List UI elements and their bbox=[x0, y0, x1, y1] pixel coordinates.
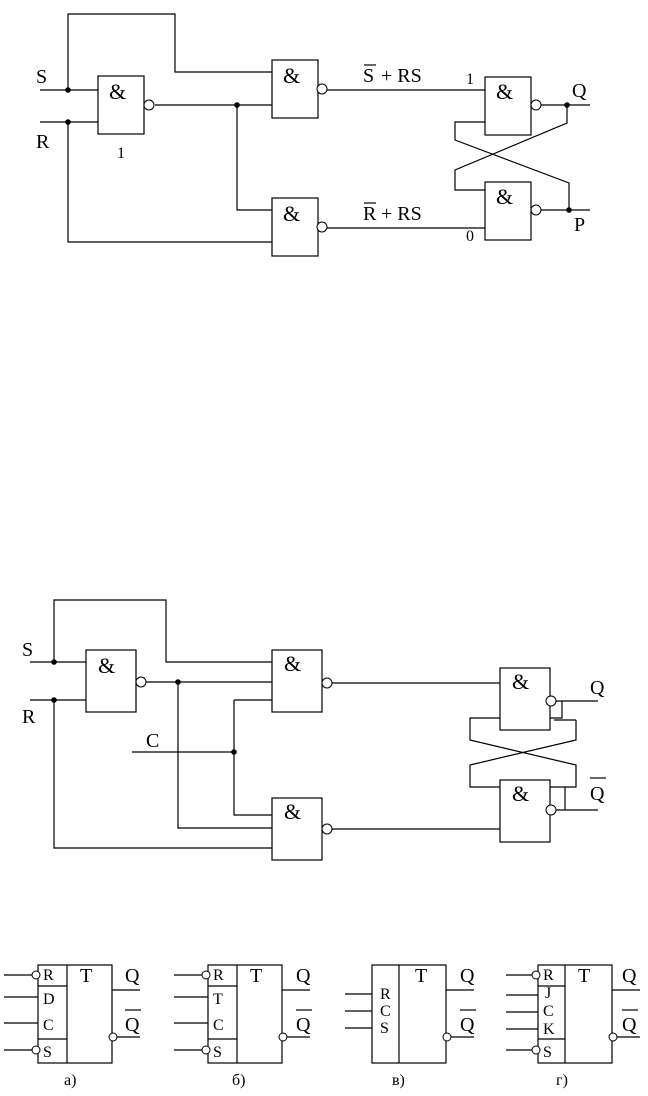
input-s-label: S bbox=[36, 66, 47, 88]
pin-r: R bbox=[380, 986, 391, 1003]
gate-symbol: & bbox=[512, 669, 529, 694]
gate-symbol: & bbox=[284, 799, 301, 824]
trigger-a: R D C S T Q Q а) bbox=[4, 965, 141, 1089]
output-qbar: Q bbox=[590, 778, 606, 805]
input-r-label: R bbox=[22, 706, 36, 728]
junction-dot bbox=[51, 659, 57, 665]
expr-top-bar-text: S bbox=[363, 65, 374, 87]
junction-dot bbox=[234, 102, 240, 108]
expr-top-rest-text: + RS bbox=[376, 65, 422, 87]
nand-gate-top: & bbox=[272, 650, 332, 712]
trigger-title: T bbox=[80, 965, 92, 987]
pin-s: S bbox=[43, 1044, 52, 1061]
gate-symbol: & bbox=[512, 781, 529, 806]
input-s-label: S bbox=[22, 639, 33, 661]
expr-bottom: R + RS bbox=[363, 203, 422, 225]
gate-symbol: & bbox=[284, 651, 301, 676]
junction-dot bbox=[175, 679, 181, 685]
nand-gate-1: & bbox=[98, 76, 154, 134]
expr-bottom-bar-text: R bbox=[363, 203, 377, 225]
input-r-label: R bbox=[36, 131, 50, 153]
latch-gate-bottom: & bbox=[485, 182, 541, 240]
gate-symbol: & bbox=[496, 79, 513, 104]
out-qbar: Q bbox=[125, 1014, 140, 1036]
pin-r: R bbox=[543, 967, 554, 984]
out-qbar: Q bbox=[296, 1014, 311, 1036]
junction-dot bbox=[51, 697, 57, 703]
out-q: Q bbox=[622, 965, 637, 987]
output-q-label: Q bbox=[572, 80, 587, 102]
output-p-label: P bbox=[574, 214, 585, 236]
out-q: Q bbox=[460, 965, 475, 987]
pin-c: C bbox=[213, 1017, 224, 1034]
output-qbar-label: Q bbox=[590, 783, 605, 805]
pin-d: D bbox=[43, 991, 55, 1008]
nand-gate-1: & bbox=[86, 650, 146, 712]
nand-gate-top: & bbox=[272, 60, 327, 118]
expr-top: S + RS bbox=[363, 65, 422, 87]
gate-symbol: & bbox=[283, 201, 300, 226]
nand-gate-bottom: & bbox=[272, 798, 332, 860]
latch-gate-bottom: & bbox=[500, 780, 556, 842]
pin-j: J bbox=[545, 985, 551, 1002]
latch-gate-top: & bbox=[500, 668, 556, 730]
diagram-2: & & & & & S R C Q Q bbox=[22, 600, 606, 860]
junction-dot bbox=[566, 207, 572, 213]
trigger-d: R J C K S T Q Q г) bbox=[506, 965, 640, 1089]
pin-s: S bbox=[213, 1044, 222, 1061]
pin-s: S bbox=[543, 1044, 552, 1061]
output-q-label: Q bbox=[590, 677, 605, 699]
pin-r: R bbox=[43, 967, 54, 984]
pin-s: S bbox=[380, 1020, 389, 1037]
pin-t: T bbox=[213, 991, 223, 1008]
trigger-b: R T C S T Q Q б) bbox=[174, 965, 312, 1089]
gate-symbol: & bbox=[496, 184, 513, 209]
junction-dot bbox=[231, 749, 237, 755]
pin-c: C bbox=[43, 1017, 54, 1034]
trigger-title: T bbox=[415, 965, 427, 987]
diagram-1: & & & & & S R 1 S bbox=[36, 14, 590, 256]
pin-r: R bbox=[213, 967, 224, 984]
out-q: Q bbox=[125, 965, 140, 987]
trigger-c: R C S T Q Q в) bbox=[345, 965, 476, 1089]
gate-symbol: & bbox=[98, 653, 115, 678]
caption: г) bbox=[556, 1072, 568, 1089]
out-qbar: Q bbox=[460, 1014, 475, 1036]
latch-gate-top: & bbox=[485, 77, 541, 135]
out-qbar: Q bbox=[622, 1014, 637, 1036]
pin-1-label: 1 bbox=[466, 71, 474, 88]
out-q: Q bbox=[296, 965, 311, 987]
caption: а) bbox=[64, 1072, 76, 1089]
pin-k: K bbox=[543, 1021, 555, 1038]
pin-c: C bbox=[543, 1003, 554, 1020]
junction-dot bbox=[65, 119, 71, 125]
gate-symbol: & bbox=[283, 63, 300, 88]
gate-number-label: 1 bbox=[117, 145, 125, 162]
input-c-label: C bbox=[146, 730, 159, 752]
expr-bottom-rest-text: + RS bbox=[376, 203, 422, 225]
pin-0-label: 0 bbox=[466, 228, 474, 245]
pin-c: C bbox=[380, 1003, 391, 1020]
nand-gate-bottom: & bbox=[272, 198, 327, 256]
junction-dot bbox=[564, 102, 570, 108]
trigger-title: T bbox=[250, 965, 262, 987]
gate-symbol: & bbox=[109, 79, 126, 104]
caption: б) bbox=[232, 1072, 245, 1089]
trigger-title: T bbox=[578, 965, 590, 987]
junction-dot bbox=[65, 87, 71, 93]
caption: в) bbox=[392, 1072, 405, 1089]
